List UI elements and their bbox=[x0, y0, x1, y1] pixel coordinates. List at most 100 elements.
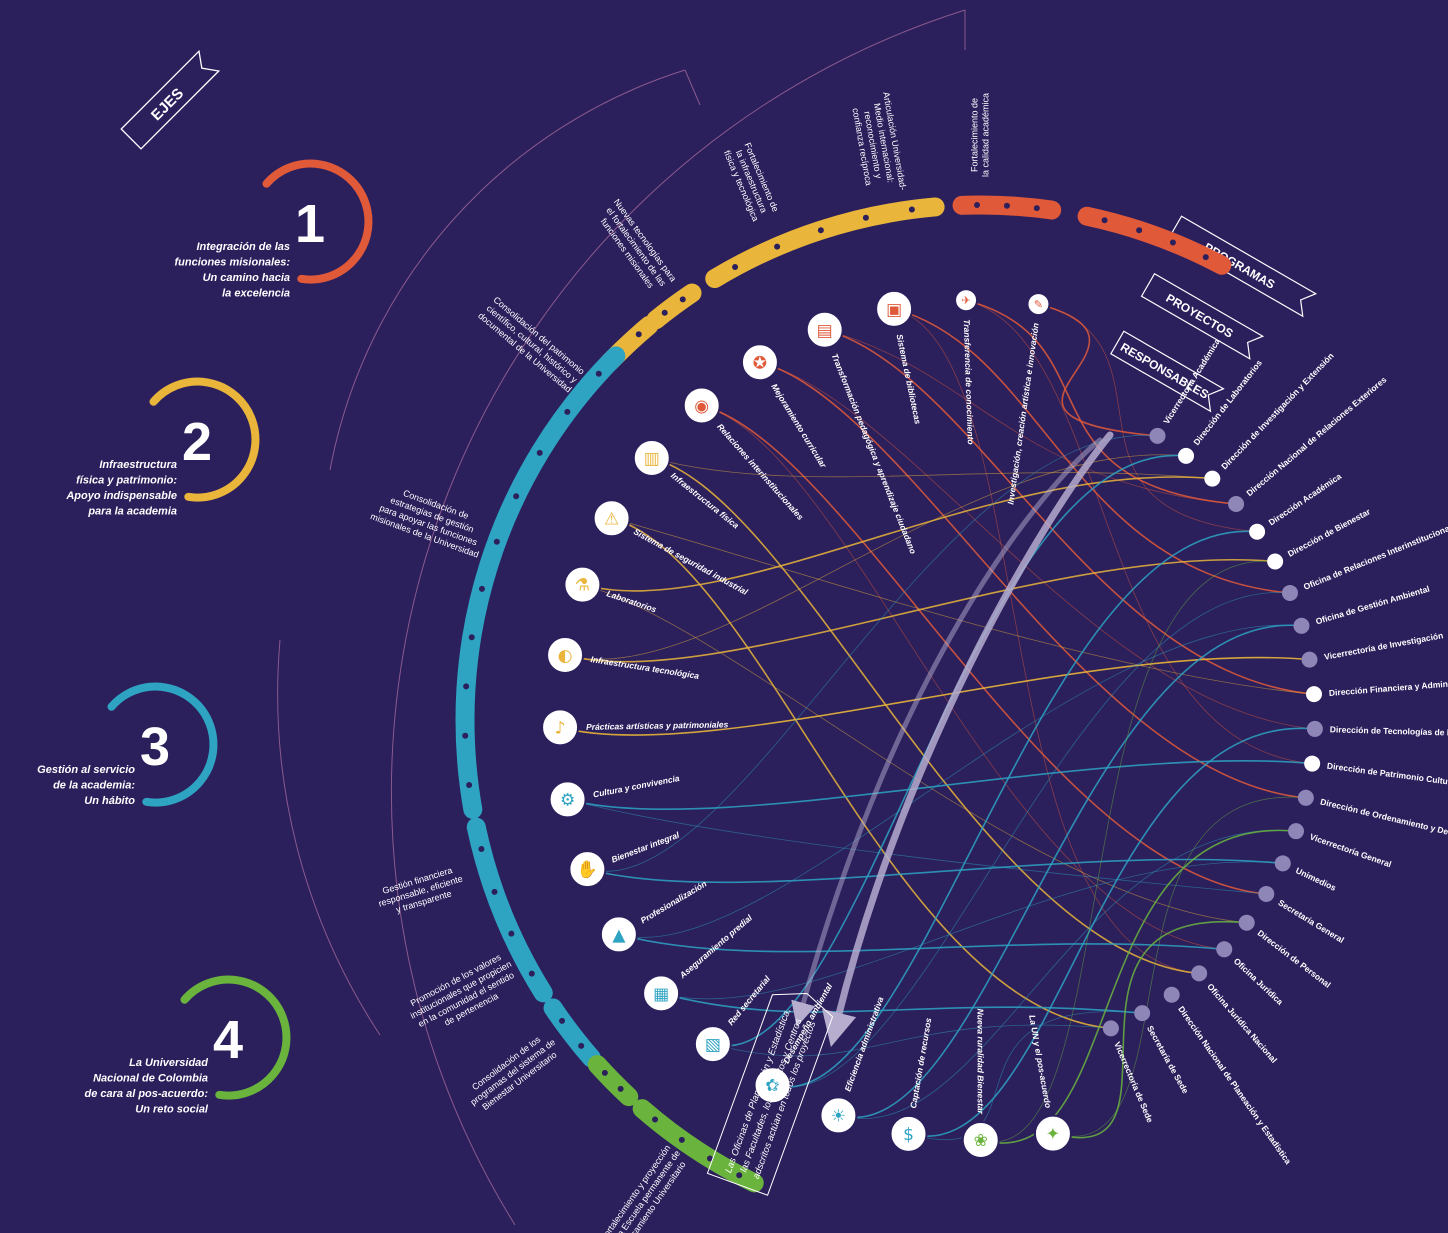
eje-ring bbox=[180, 975, 291, 1100]
project-19[interactable]: $Captación de recursos bbox=[889, 1017, 934, 1153]
eje-number: 2 bbox=[182, 412, 212, 472]
program-segment bbox=[543, 998, 601, 1068]
responsable-node bbox=[1267, 553, 1284, 570]
responsable-node bbox=[1306, 720, 1323, 737]
project-13[interactable]: ✋Bienestar integral bbox=[568, 830, 681, 889]
project-link bbox=[651, 457, 1213, 480]
project-link bbox=[611, 517, 1111, 1030]
eje-number: 4 bbox=[213, 1010, 243, 1070]
project-link bbox=[893, 308, 1291, 594]
project-label: Profesionalización bbox=[639, 879, 709, 926]
responsable-label: Vicerrectoría de Sede bbox=[1112, 1040, 1155, 1124]
segment-dot bbox=[1202, 254, 1209, 261]
project-label: Transferencia de conocimiento bbox=[962, 319, 976, 445]
project-link bbox=[824, 329, 1237, 505]
responsable-node bbox=[1304, 755, 1321, 772]
eje-label-line: Gestión al servicio bbox=[37, 764, 135, 776]
segment-dot bbox=[493, 538, 500, 545]
project-node bbox=[682, 386, 721, 425]
ejes-tag: EJES bbox=[120, 49, 221, 150]
responsable-node bbox=[1258, 885, 1275, 902]
project-label: La UN y el pos-acuerdo bbox=[1027, 1014, 1053, 1109]
responsable-label: Dirección de Investigación y Extensión bbox=[1219, 351, 1336, 472]
project-2[interactable]: ✈ Transferencia de conocimiento bbox=[954, 288, 979, 445]
siren-icon: ⚠ bbox=[604, 509, 619, 529]
responsable-node bbox=[1301, 651, 1318, 668]
eje-label-line: física y patrimonio: bbox=[76, 475, 177, 487]
globe-icon: ◉ bbox=[694, 396, 709, 416]
program-label: Consolidación del patrimoniocientífico, … bbox=[476, 295, 586, 395]
paper-plane-icon: ✈ bbox=[961, 294, 970, 307]
program-label-line: el fortalecimiento de las bbox=[604, 206, 668, 289]
project-node bbox=[592, 499, 631, 538]
responsables-ribbon: RESPONSABLES bbox=[1110, 330, 1225, 413]
project-link bbox=[559, 657, 1310, 736]
medal-icon: ✪ bbox=[753, 353, 767, 373]
eje-label-line: Infraestructura bbox=[99, 459, 177, 471]
book-icon: ▤ bbox=[817, 321, 833, 341]
responsable: Dirección de Investigación y Extensión bbox=[1204, 351, 1336, 487]
project-node bbox=[568, 850, 607, 889]
segment-dot bbox=[468, 634, 475, 641]
project-link bbox=[567, 799, 1267, 895]
fence-icon: ▦ bbox=[653, 984, 669, 1004]
project-21[interactable]: ✦La UN y el pos-acuerdo bbox=[1027, 1014, 1072, 1153]
project-link bbox=[712, 1024, 1111, 1057]
project-1[interactable]: ✎Investigación, creación artística e inn… bbox=[1005, 292, 1051, 505]
project-label: Infraestructura física bbox=[669, 470, 741, 530]
project-node bbox=[889, 1114, 928, 1153]
responsable-label: Secretaría General bbox=[1277, 897, 1346, 945]
project-label: Prácticas artísticas y patrimoniales bbox=[586, 719, 729, 731]
project-node bbox=[599, 915, 638, 954]
responsable-node bbox=[1305, 686, 1322, 703]
eje-label-line: Un hábito bbox=[84, 795, 135, 807]
project-link bbox=[980, 829, 1297, 1144]
segment-dot bbox=[466, 781, 473, 788]
project-link bbox=[587, 858, 1283, 884]
responsable-node bbox=[1297, 789, 1314, 806]
project-node bbox=[954, 288, 979, 313]
segment-dot bbox=[513, 493, 520, 500]
project-7[interactable]: ▥Infraestructura física bbox=[632, 438, 741, 531]
connection-links bbox=[559, 299, 1315, 1144]
responsable-label: Oficina de Gestión Ambiental bbox=[1314, 584, 1430, 627]
responsable-node bbox=[1163, 986, 1180, 1003]
project-node bbox=[1033, 1114, 1072, 1153]
project-node bbox=[753, 1066, 792, 1105]
responsable: Vicerrectoría General bbox=[1288, 823, 1393, 869]
segment-dot bbox=[1003, 202, 1010, 209]
money-bag-icon: $ bbox=[903, 1125, 914, 1145]
responsable-label: Vicerrectoría de Investigación bbox=[1323, 630, 1444, 662]
responsable-label: Dirección Académica bbox=[1267, 471, 1344, 528]
program-segment bbox=[705, 197, 945, 289]
project-link bbox=[772, 592, 1291, 1088]
responsable-node bbox=[1274, 855, 1291, 872]
eje-label-line: para la academia bbox=[87, 506, 177, 518]
segment-dot bbox=[862, 214, 869, 221]
ejes-label: EJES bbox=[148, 85, 187, 124]
eje-label-line: la excelencia bbox=[222, 288, 290, 300]
segment-dot bbox=[635, 331, 642, 338]
responsable-node bbox=[1216, 941, 1233, 958]
guitar-icon: ♪ bbox=[555, 718, 566, 738]
project-link bbox=[908, 1011, 1143, 1140]
flower-hand-icon: ❀ bbox=[974, 1131, 988, 1151]
project-node bbox=[693, 1025, 732, 1064]
leaf-branch-icon: ✿ bbox=[765, 1076, 779, 1096]
project-link bbox=[908, 727, 1315, 1138]
project-11[interactable]: ♪ Prácticas artísticas y patrimoniales bbox=[541, 708, 729, 747]
program-segment bbox=[632, 1099, 764, 1193]
segment-dot bbox=[774, 243, 781, 250]
project-20[interactable]: ❀Nueva ruralidad Bienestar bbox=[961, 1009, 1000, 1159]
project-node bbox=[819, 1096, 858, 1135]
project-5[interactable]: ✪Mejoramiento curricular bbox=[740, 343, 829, 470]
program-segment bbox=[455, 346, 626, 819]
responsable-label: Dirección Financiera y Administrativa bbox=[1329, 676, 1448, 698]
project-node bbox=[961, 1120, 1000, 1159]
responsable-label: Dirección de Tecnologías de la Informaci… bbox=[1330, 724, 1448, 741]
